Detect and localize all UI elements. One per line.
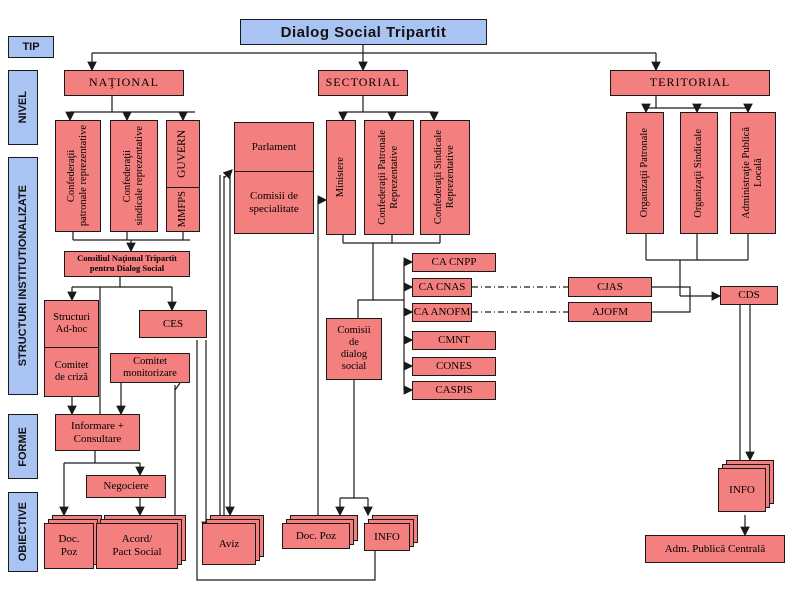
sectorial-ca-cnpp: CA CNPP xyxy=(412,253,496,272)
national-comitet-monitorizare: Comitet monitorizare xyxy=(110,353,190,383)
side-label-forme-text: FORME xyxy=(17,426,29,467)
stack-sheet xyxy=(96,523,178,569)
sectorial-confed-sindicale: Confederaţii Sindicale Reprezentative xyxy=(420,120,470,235)
side-label-tip: TIP xyxy=(8,36,54,58)
level-teritorial: TERITORIAL xyxy=(610,70,770,96)
sectorial-confed-sindicale-text: Confederaţii Sindicale Reprezentative xyxy=(432,130,456,225)
national-acord-pact: Acord/ Pact Social xyxy=(112,533,162,558)
side-label-structuri-text: STRUCTURI INSTITUTIONALIZATE xyxy=(17,185,29,367)
teritorial-org-patronale: Organizaţii Patronale xyxy=(626,112,664,234)
national-consiliul-tripartit: Consiliul Naţional Tripartit pentru Dial… xyxy=(64,251,190,277)
sectorial-doc-poz-stack: Doc. Poz xyxy=(282,515,358,549)
national-confed-sindicale-text: Confederaţii sindicale reprezentative xyxy=(121,126,145,226)
stack-sheet xyxy=(44,523,94,569)
teritorial-org-patronale-text: Organizaţii Patronale xyxy=(638,128,650,218)
national-acord-stack: Acord/ Pact Social xyxy=(96,515,186,569)
sectorial-comisii-dialog: Comisii de dialog social xyxy=(326,318,382,380)
sectorial-cmnt: CMNT xyxy=(412,331,496,350)
side-label-obiective-text: OBIECTIVE xyxy=(17,502,29,562)
sectorial-ministere-text: Ministere xyxy=(334,157,346,198)
national-negociere: Negociere xyxy=(86,475,166,498)
stack-sheet xyxy=(364,523,410,551)
teritorial-org-sindicale: Organizaţii Sindicale xyxy=(680,112,718,234)
sectorial-ministere: Ministere xyxy=(326,120,356,235)
sectorial-ca-anofm: CA ANOFM xyxy=(412,303,472,322)
level-sectorial: SECTORIAL xyxy=(318,70,408,96)
teritorial-info-stack: INFO xyxy=(718,460,774,512)
national-mmfps: MMFPS xyxy=(166,187,200,232)
sectorial-cones: CONES xyxy=(412,357,496,376)
national-confed-patronale: Confederaţii patronale reprezentative xyxy=(55,120,101,232)
teritorial-info: INFO xyxy=(729,483,755,496)
teritorial-adm-centrala: Adm. Publică Centrală xyxy=(645,535,785,563)
national-aviz: Aviz xyxy=(218,537,240,550)
teritorial-cjas: CJAS xyxy=(568,277,652,297)
sectorial-info-stack: INFO xyxy=(364,515,418,551)
side-label-nivel-text: NIVEL xyxy=(17,91,29,124)
side-label-structuri: STRUCTURI INSTITUTIONALIZATE xyxy=(8,157,38,395)
diagram-title: Dialog Social Tripartit xyxy=(240,19,487,45)
national-ces: CES xyxy=(139,310,207,338)
national-structuri-adhoc: Structuri Ad-hoc xyxy=(44,300,99,348)
national-comisii-specialitate: Comisii de specialitate xyxy=(234,171,314,234)
national-mmfps-text: MMFPS xyxy=(176,191,188,228)
sectorial-info: INFO xyxy=(374,530,400,543)
sectorial-ca-cnas: CA CNAS xyxy=(412,278,472,297)
teritorial-cds: CDS xyxy=(720,286,778,305)
teritorial-admin-locala-text: Administraţie Publică Locală xyxy=(740,127,764,219)
national-doc-poz: Doc. Poz xyxy=(58,533,80,558)
national-guvern: GUVERN xyxy=(166,120,200,188)
national-parlament: Parlament xyxy=(234,122,314,172)
side-label-nivel: NIVEL xyxy=(8,70,38,145)
national-comitet-criza: Comitet de criză xyxy=(44,347,99,397)
teritorial-admin-locala: Administraţie Publică Locală xyxy=(730,112,776,234)
national-aviz-stack: Aviz xyxy=(202,515,264,565)
teritorial-ajofm: AJOFM xyxy=(568,302,652,322)
side-label-obiective: OBIECTIVE xyxy=(8,492,38,572)
sectorial-confed-patronale: Confederaţii Patronale Reprezentative xyxy=(364,120,414,235)
stack-sheet xyxy=(282,523,350,549)
stack-sheet xyxy=(718,468,766,512)
stack-sheet xyxy=(202,523,256,565)
national-doc-poz-stack: Doc. Poz xyxy=(44,515,102,569)
national-confed-sindicale: Confederaţii sindicale reprezentative xyxy=(110,120,158,232)
national-guvern-text: GUVERN xyxy=(176,130,189,178)
sectorial-caspis: CASPIS xyxy=(412,381,496,400)
teritorial-org-sindicale-text: Organizaţii Sindicale xyxy=(692,128,704,218)
national-confed-patronale-text: Confederaţii patronale reprezentative xyxy=(65,125,89,227)
national-informare-consultare: Informare + Consultare xyxy=(55,414,140,451)
sectorial-doc-poz: Doc. Poz xyxy=(295,529,337,542)
level-national: NAŢIONAL xyxy=(64,70,184,96)
side-label-forme: FORME xyxy=(8,414,38,479)
sectorial-confed-patronale-text: Confederaţii Patronale Reprezentative xyxy=(376,130,400,225)
